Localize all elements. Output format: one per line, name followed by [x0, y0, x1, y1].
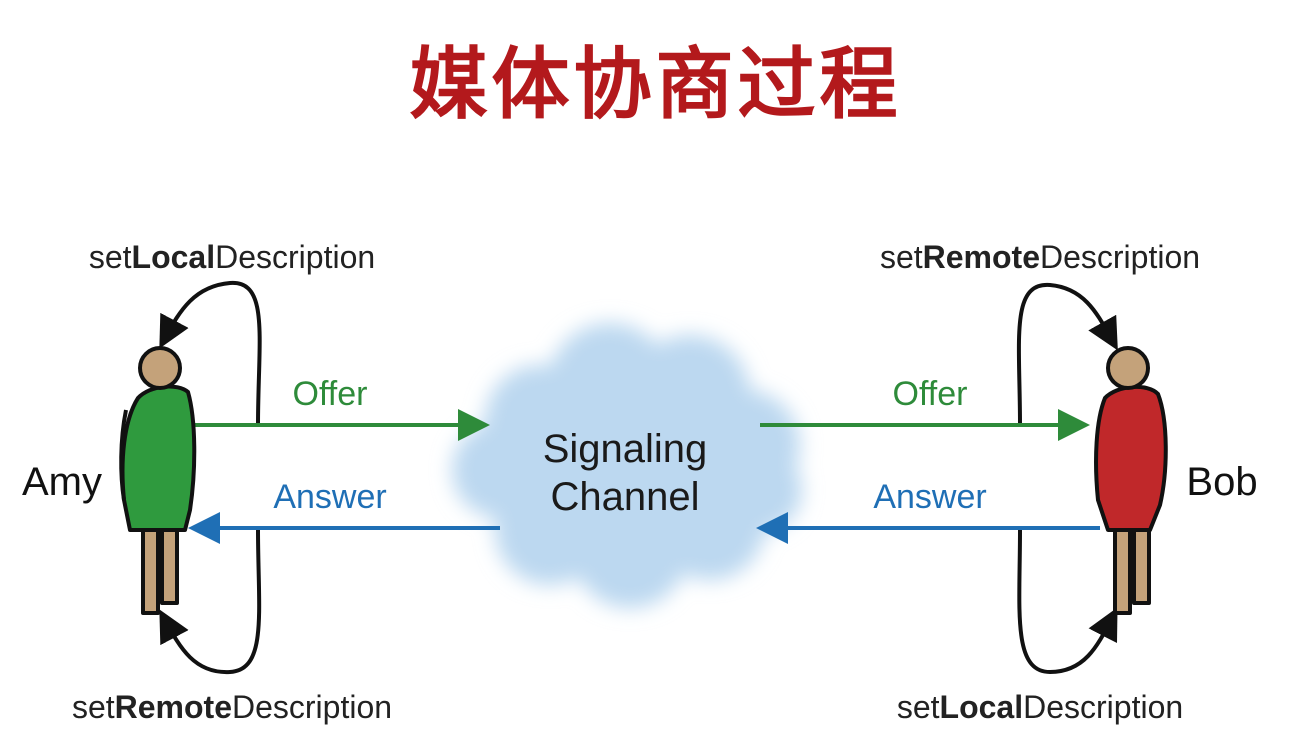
bob-set-local-loop-arrow [1017, 529, 1118, 675]
offer-label-left: Offer [293, 375, 368, 413]
page-title: 媒体协商过程 [409, 40, 902, 130]
amy-set-remote-loop-arrow [159, 529, 262, 675]
signaling-channel-cloud: Signaling Channel [452, 323, 802, 608]
cloud-label-line2: Channel [550, 475, 699, 519]
amy-name: Amy [22, 460, 102, 504]
amy-set-local-loop-arrow [159, 280, 262, 426]
bob-figure [1094, 346, 1168, 615]
bob-top-description-label: setRemoteDescription [880, 239, 1200, 275]
offer-label-right: Offer [893, 375, 968, 413]
amy-top-description-label: setLocalDescription [89, 239, 375, 275]
bob-bottom-description-label: setLocalDescription [897, 689, 1183, 725]
bob-name: Bob [1186, 460, 1257, 504]
answer-label-left: Answer [273, 478, 386, 516]
answer-label-right: Answer [873, 478, 986, 516]
amy-figure [119, 346, 197, 615]
bob-set-remote-loop-arrow [1016, 282, 1118, 426]
amy-bottom-description-label: setRemoteDescription [72, 689, 392, 725]
cloud-label-line1: Signaling [543, 427, 708, 471]
